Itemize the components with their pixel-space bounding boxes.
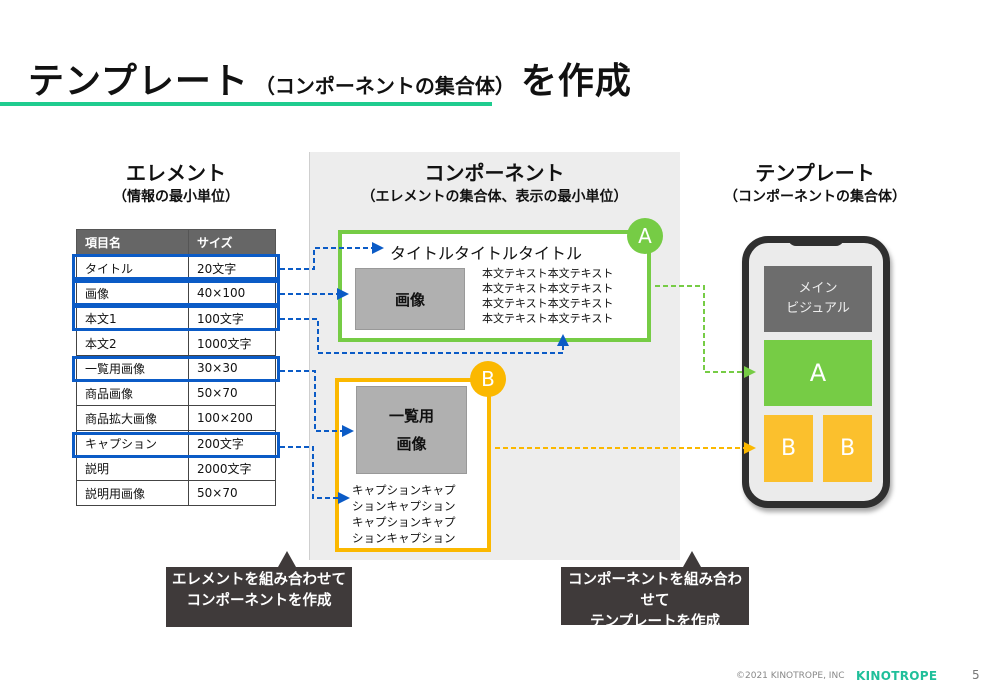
callout-left-line2: コンポーネントを作成 [186, 593, 332, 609]
component-b: 一覧用 画像 キャプションキャプ ションキャプション キャプションキャプ ション… [335, 378, 491, 552]
caption-line: ションキャプション [352, 531, 456, 545]
element-column-heading: エレメント （情報の最小単位） [76, 160, 276, 208]
component-column-heading: コンポーネント （エレメントの集合体、表示の最小単位） [309, 160, 680, 208]
highlight-title-row [72, 254, 280, 280]
row-name: 説明用画像 [76, 480, 189, 506]
callout-elements-to-component: エレメントを組み合わせて コンポーネントを作成 [166, 551, 352, 627]
component-subheading: （エレメントの集合体、表示の最小単位） [361, 189, 628, 205]
phone-main-visual: メイン ビジュアル [764, 266, 872, 332]
row-size: 50×70 [188, 480, 276, 506]
page-number: 5 [972, 668, 980, 682]
component-b-badge: B [470, 361, 506, 397]
component-a: タイトルタイトルタイトル 画像 本文テキスト本文テキスト 本文テキスト本文テキス… [338, 230, 651, 342]
phone-slot-a: A [764, 340, 872, 406]
row-name: 一覧用画像 [76, 355, 189, 381]
element-subheading: （情報の最小単位） [113, 189, 239, 205]
brand-logo: KINOTROPE [856, 669, 938, 683]
callout-components-to-template: コンポーネントを組み合わせて テンプレートを作成 [561, 551, 749, 630]
row-size: 100×200 [188, 405, 276, 431]
body-line: 本文テキスト本文テキスト [482, 267, 614, 280]
row-size: 50×70 [188, 380, 276, 406]
row-name: 画像 [76, 280, 189, 306]
phone-slot-b-right: B [823, 415, 872, 482]
template-column-heading: テンプレート （コンポーネントの集合体） [700, 160, 930, 208]
main-visual-line2: ビジュアル [786, 301, 850, 316]
component-a-image-label: 画像 [394, 290, 425, 309]
row-size: 30×30 [188, 355, 276, 381]
highlight-body1-row [72, 305, 280, 331]
body-line: 本文テキスト本文テキスト [482, 297, 614, 310]
highlight-image-row [72, 280, 280, 306]
header-item-name: 項目名 [76, 229, 189, 256]
component-a-badge: A [627, 218, 663, 254]
table-header-row: 項目名 サイズ [76, 229, 276, 256]
row-name: 商品拡大画像 [76, 405, 189, 431]
header-size: サイズ [188, 229, 276, 256]
component-b-image: 一覧用 画像 [356, 386, 467, 474]
caption-line: キャプションキャプ [352, 483, 456, 497]
highlight-caption-row [72, 432, 280, 458]
callout-left-line1: エレメントを組み合わせて [172, 572, 346, 588]
phone-template: メイン ビジュアル A B B [742, 236, 890, 508]
row-name: 本文2 [76, 330, 189, 356]
phone-slot-b-left: B [764, 415, 813, 482]
component-a-title: タイトルタイトルタイトル [390, 244, 583, 263]
component-b-image-label-line2: 画像 [396, 435, 427, 453]
row-size: 40×100 [188, 280, 276, 306]
highlight-list-image-row [72, 356, 280, 382]
page-title-tail: を作成 [520, 61, 632, 102]
page-title-sub: （コンポーネントの集合体） [254, 74, 515, 98]
component-b-image-label-line1: 一覧用 [388, 407, 434, 425]
row-name: 本文1 [76, 305, 189, 331]
template-subheading: （コンポーネントの集合体） [724, 189, 906, 205]
row-name: 説明 [76, 455, 189, 481]
row-name: 商品画像 [76, 380, 189, 406]
phone-notch [788, 236, 844, 246]
element-heading: エレメント [126, 161, 226, 185]
row-size: 1000文字 [188, 330, 276, 356]
caption-line: ションキャプション [352, 499, 456, 513]
body-line: 本文テキスト本文テキスト [482, 282, 614, 295]
component-a-image: 画像 [355, 268, 465, 330]
template-heading: テンプレート [755, 161, 875, 185]
component-b-caption: キャプションキャプ ションキャプション キャプションキャプ ションキャプション [352, 482, 456, 546]
copyright: ©2021 KINOTROPE, INC [736, 671, 845, 681]
component-heading: コンポーネント [424, 161, 565, 185]
caption-line: キャプションキャプ [352, 515, 456, 529]
callout-right-line1: コンポーネントを組み合わせて [568, 572, 742, 609]
callout-right-line2: テンプレートを作成 [589, 614, 721, 630]
body-line: 本文テキスト本文テキスト [482, 312, 614, 325]
title-underline [0, 102, 492, 106]
page-title-main: テンプレート [28, 61, 249, 102]
page-title: テンプレート（コンポーネントの集合体）を作成 [28, 52, 632, 104]
row-size: 2000文字 [188, 455, 276, 481]
main-visual-line1: メイン [798, 281, 838, 296]
component-a-body: 本文テキスト本文テキスト 本文テキスト本文テキスト 本文テキスト本文テキスト 本… [482, 266, 613, 326]
